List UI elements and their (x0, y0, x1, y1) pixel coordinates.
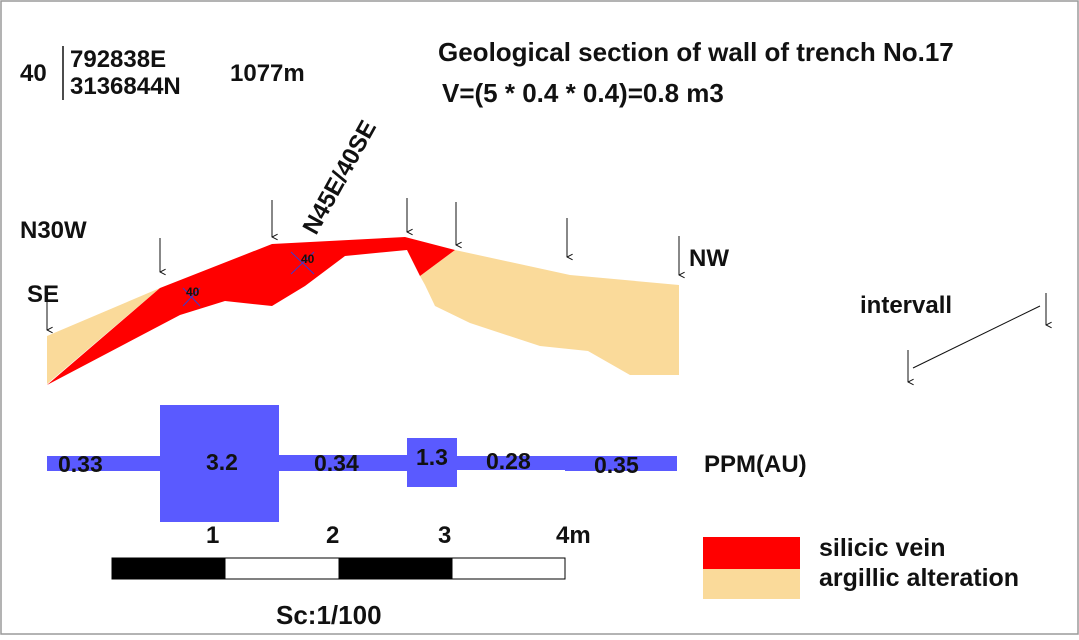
section-title: Geological section of wall of trench No.… (438, 37, 954, 67)
scale-tick-label: 4m (556, 522, 591, 549)
argillic-zone-left (47, 288, 160, 384)
dip-value-2: 40 (301, 252, 315, 266)
interval-legend-symbol (908, 293, 1046, 382)
assay-value: 0.35 (594, 452, 639, 478)
assay-bar (47, 456, 160, 471)
easting-coordinate: 792838E (70, 46, 166, 73)
legend-label-argillic-alteration: argillic alteration (819, 564, 1019, 592)
assay-value: 0.33 (58, 451, 103, 477)
assay-bar (160, 405, 279, 522)
assay-unit-label: PPM(AU) (704, 451, 807, 478)
legend-swatch-silicic-vein (703, 537, 800, 569)
vein-attitude-label: N45E/40SE (298, 116, 382, 239)
dip-value-1: 40 (186, 285, 200, 299)
legend-swatch-argillic-alteration (703, 569, 800, 599)
dip-symbol-2: 40 (290, 251, 315, 275)
assay-value: 0.34 (314, 450, 359, 476)
assay-bars (47, 405, 677, 522)
assay-bar (279, 455, 407, 471)
orientation-left-label: N30W (20, 217, 87, 244)
scale-ratio-label: Sc:1/100 (276, 600, 382, 630)
scale-bar (111, 557, 566, 580)
volume-formula: V=(5 * 0.4 * 0.4)=0.8 m3 (442, 78, 724, 108)
scale-tick-label: 2 (326, 522, 339, 549)
legend-label-silicic-vein: silicic vein (819, 534, 945, 562)
interval-legend-label: intervall (860, 292, 952, 319)
station-number: 40 (20, 60, 47, 87)
argillic-zone-right (420, 250, 679, 375)
assay-bar (457, 456, 565, 470)
assay-bar (407, 438, 457, 487)
scale-tick-label: 3 (438, 522, 451, 549)
silicic-vein-zone (47, 237, 455, 385)
interval-connector-line (912, 305, 1041, 369)
assay-value: 3.2 (206, 449, 238, 475)
end-label-se: SE (27, 281, 59, 308)
end-label-nw: NW (689, 245, 729, 272)
assay-value: 0.28 (486, 448, 531, 474)
northing-coordinate: 3136844N (70, 73, 181, 100)
dip-symbol-1: 40 (182, 285, 201, 307)
assay-bar (565, 456, 677, 471)
elevation: 1077m (230, 60, 305, 87)
scale-tick-label: 1 (206, 522, 219, 549)
assay-value: 1.3 (416, 444, 448, 470)
